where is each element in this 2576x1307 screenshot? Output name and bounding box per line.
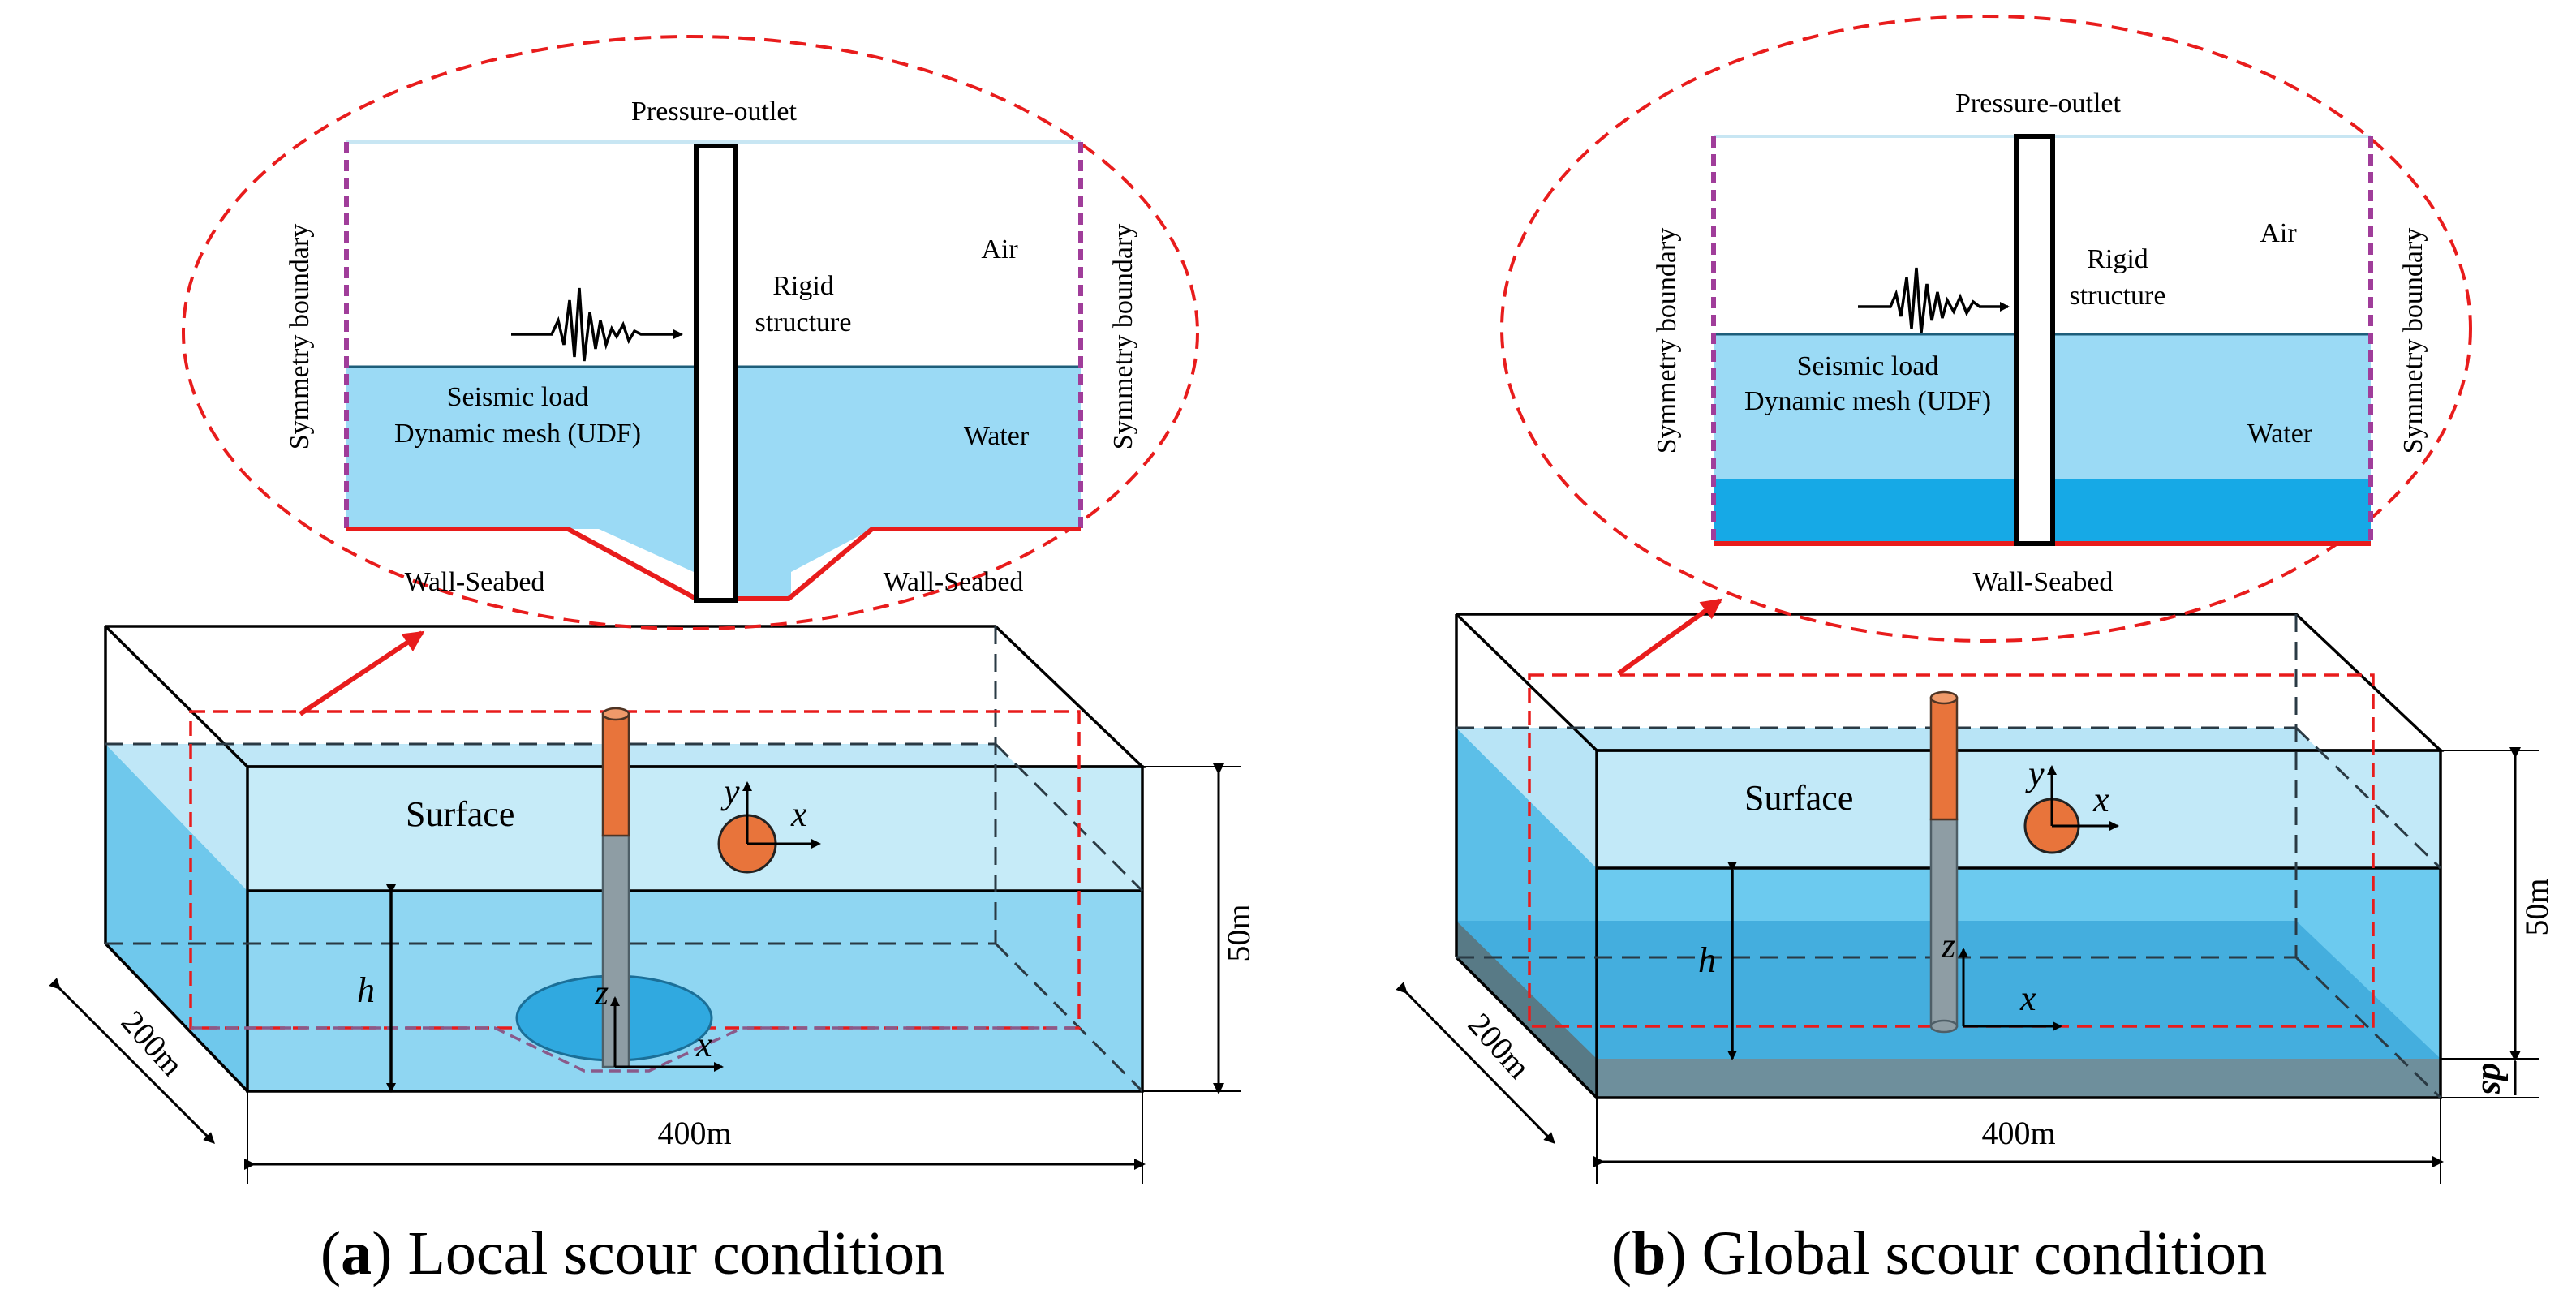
panel-a-structure: structure xyxy=(755,307,852,337)
panel-b-section-y: y xyxy=(2025,754,2045,793)
panel-a-caption: (a) Local scour condition xyxy=(320,1219,945,1288)
panel-b-zoom: Pressure-outlet Air Rigid structure Seis… xyxy=(1500,15,2472,676)
panel-b-symmetry-left: Symmetry boundary xyxy=(1652,228,1682,454)
panel-a-air: Air xyxy=(981,234,1018,264)
panel-a-wall-seabed xyxy=(346,527,1081,601)
panel-b-box: y x z x h Surface 50m ds 400m 200m xyxy=(1396,613,2555,1184)
panel-a-symmetry-right: Symmetry boundary xyxy=(1108,224,1138,450)
panel-b-section-x: x xyxy=(2092,780,2109,819)
panel-a-rigid-structure xyxy=(694,144,738,603)
panel-a-pile-above xyxy=(601,712,630,837)
panel-b-surface-band xyxy=(1597,750,2441,868)
panel-b-base-z: z xyxy=(1941,926,1955,965)
panel-b-seismic-wave xyxy=(1858,267,2010,333)
panel-b-seismic-load: Seismic load xyxy=(1797,351,1939,381)
panel-a-surface-band xyxy=(247,767,1142,891)
panel-a-pressure-outlet: Pressure-outlet xyxy=(631,97,798,127)
panel-a-rigid: Rigid xyxy=(772,271,834,301)
panel-a-wall-right: Wall-Seabed xyxy=(884,567,1024,597)
panel-b-ds-label: ds xyxy=(2475,1063,2514,1094)
panel-b-zoom-ellipse xyxy=(1500,15,2472,643)
panel-b-seabed-front xyxy=(1597,1059,2441,1098)
panel-a-box: y x z x h Surface 50m 400m 200m xyxy=(49,625,1257,1184)
panel-a-scour-profile xyxy=(191,1026,1079,1073)
panel-b-height-label: 50m xyxy=(2518,878,2555,935)
panel-a-zoom-ellipse xyxy=(182,35,1199,630)
panel-a-water: Water xyxy=(964,421,1030,451)
panel-b-structure: structure xyxy=(2070,281,2166,311)
panel-b-width-label: 400m xyxy=(1981,1115,2055,1151)
panel-b-dynamic-mesh: Dynamic mesh (UDF) xyxy=(1744,386,1991,416)
panel-b-pile-above xyxy=(1929,696,1959,821)
panel-b-pile-top xyxy=(1929,690,1959,705)
panel-b-zoom-arrow xyxy=(1617,598,1723,676)
panel-a-section-x: x xyxy=(790,794,807,834)
panel-a-seismic-wave xyxy=(511,287,683,362)
panel-b-base-x: x xyxy=(2019,978,2036,1018)
panel-a-base-x: x xyxy=(695,1025,712,1064)
panel-a: y x z x h Surface 50m 400m 200m xyxy=(49,35,1257,1288)
panel-b-wall: Wall-Seabed xyxy=(1973,567,2114,597)
panel-a-wall-left: Wall-Seabed xyxy=(405,567,545,597)
panel-b-surface-label: Surface xyxy=(1744,778,1853,818)
panel-a-section-y: y xyxy=(720,772,740,811)
panel-a-water-front-face xyxy=(247,891,1142,1091)
panel-a-width-label: 400m xyxy=(657,1115,731,1151)
panel-a-seismic-load: Seismic load xyxy=(447,382,589,412)
panel-a-pile-top xyxy=(601,707,630,721)
panel-b-rigid-structure xyxy=(2014,134,2055,546)
panel-a-surface-label: Surface xyxy=(406,794,514,834)
panel-a-h-label: h xyxy=(357,970,375,1010)
panel-b-air: Air xyxy=(2260,218,2297,248)
panel-a-zoom: Pressure-outlet Air Rigid structure Seis… xyxy=(182,35,1199,716)
panel-b-water: Water xyxy=(2247,419,2313,449)
panel-b-symmetry-right: Symmetry boundary xyxy=(2398,228,2428,454)
panel-a-base-z: z xyxy=(594,973,609,1012)
panel-a-zoom-arrow xyxy=(299,630,425,716)
panel-b-caption: (b) Global scour condition xyxy=(1611,1219,2267,1288)
panel-b-pressure-outlet: Pressure-outlet xyxy=(1955,88,2122,118)
panel-b-h-label: h xyxy=(1698,940,1716,980)
panel-b-rigid: Rigid xyxy=(2087,244,2148,274)
panel-b: y x z x h Surface 50m ds 400m 200m xyxy=(1396,15,2555,1288)
panel-a-symmetry-left: Symmetry boundary xyxy=(285,224,315,450)
panel-a-dynamic-mesh: Dynamic mesh (UDF) xyxy=(394,419,641,449)
panel-a-height-label: 50m xyxy=(1220,904,1257,961)
panel-b-pile-submerged xyxy=(1929,818,1959,1028)
